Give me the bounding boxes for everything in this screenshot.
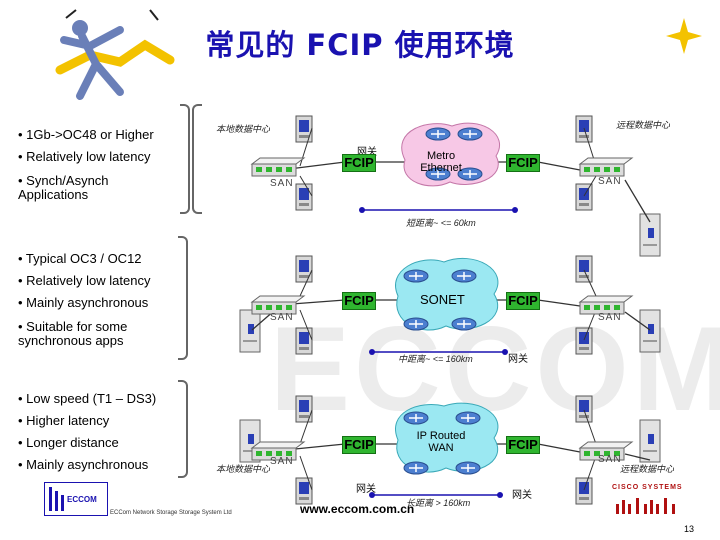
san-label: SAN	[270, 456, 294, 467]
network-label: Metro Ethernet	[420, 150, 462, 174]
gateway-label: 网关	[356, 484, 376, 495]
skier-figure-decoration	[55, 9, 175, 100]
san-label: SAN	[598, 176, 622, 187]
bullet: • Typical OC3 / OC12	[18, 251, 142, 266]
remote-dc-label: 远程数据中心	[620, 464, 675, 474]
gateway-label: 网关	[508, 354, 528, 365]
bullet: • Suitable for some synchronous apps	[18, 319, 128, 348]
san-label: SAN	[270, 178, 294, 189]
section1-bullets: • 1Gb->OC48 or Higher • Relatively low l…	[18, 124, 154, 208]
fcip-box: FCIP	[342, 292, 376, 310]
remote-dc-label: 远程数据中心	[616, 120, 671, 130]
san-label: SAN	[598, 454, 622, 465]
section2-bullets: • Typical OC3 / OC12 • Relatively low la…	[18, 248, 158, 354]
bullet: • Mainly asynchronous	[18, 457, 149, 472]
fcip-box: FCIP	[506, 292, 540, 310]
cisco-logo: CISCO SYSTEMS	[612, 484, 683, 491]
fcip-box: FCIP	[506, 154, 540, 172]
distance-label: 短距离~ <= 60km	[406, 218, 476, 228]
network-label: IP Routed WAN	[416, 430, 466, 454]
distance-label: 长距离 > 160km	[406, 498, 471, 508]
bullet: • Synch/Asynch Applications	[18, 173, 109, 202]
bullet: • Low speed (T1 – DS3)	[18, 391, 157, 406]
sparkle-decoration	[666, 18, 702, 54]
distance-label: 中距离~ <= 160km	[398, 354, 473, 364]
page-number: 13	[684, 524, 695, 534]
local-dc-label: 本地数据中心	[216, 464, 271, 474]
bullet: • Relatively low latency	[18, 273, 151, 288]
company-name: ECCom Network Storage Storage System Ltd	[110, 510, 232, 516]
gateway-label: 网关	[512, 490, 532, 501]
section1-brace-right	[192, 104, 202, 214]
fcip-box: FCIP	[342, 436, 376, 454]
cisco-bridge-icon	[616, 498, 675, 514]
san-label: SAN	[270, 312, 294, 323]
gateway-label: 网关	[357, 147, 377, 158]
eccom-logo-text: ECCOM	[67, 495, 97, 504]
section3-bullets: • Low speed (T1 – DS3) • Higher latency …	[18, 388, 156, 476]
website-url: www.eccom.com.cn	[300, 502, 415, 516]
network-label: SONET	[420, 292, 465, 307]
eccom-logo: ECCOM	[44, 482, 108, 516]
bullet: • 1Gb->OC48 or Higher	[18, 127, 154, 142]
page-title: 常见的 FCIP 使用环境	[205, 28, 515, 62]
local-dc-label: 本地数据中心	[216, 124, 271, 134]
bullet: • Longer distance	[18, 435, 119, 450]
bullet: • Higher latency	[18, 413, 110, 428]
bullet: • Relatively low latency	[18, 149, 151, 164]
fcip-box: FCIP	[506, 436, 540, 454]
eccom-logo-mark	[49, 487, 64, 511]
san-label: SAN	[598, 312, 622, 323]
bullet: • Mainly asynchronous	[18, 295, 149, 310]
fcip-box: FCIP	[342, 154, 376, 172]
